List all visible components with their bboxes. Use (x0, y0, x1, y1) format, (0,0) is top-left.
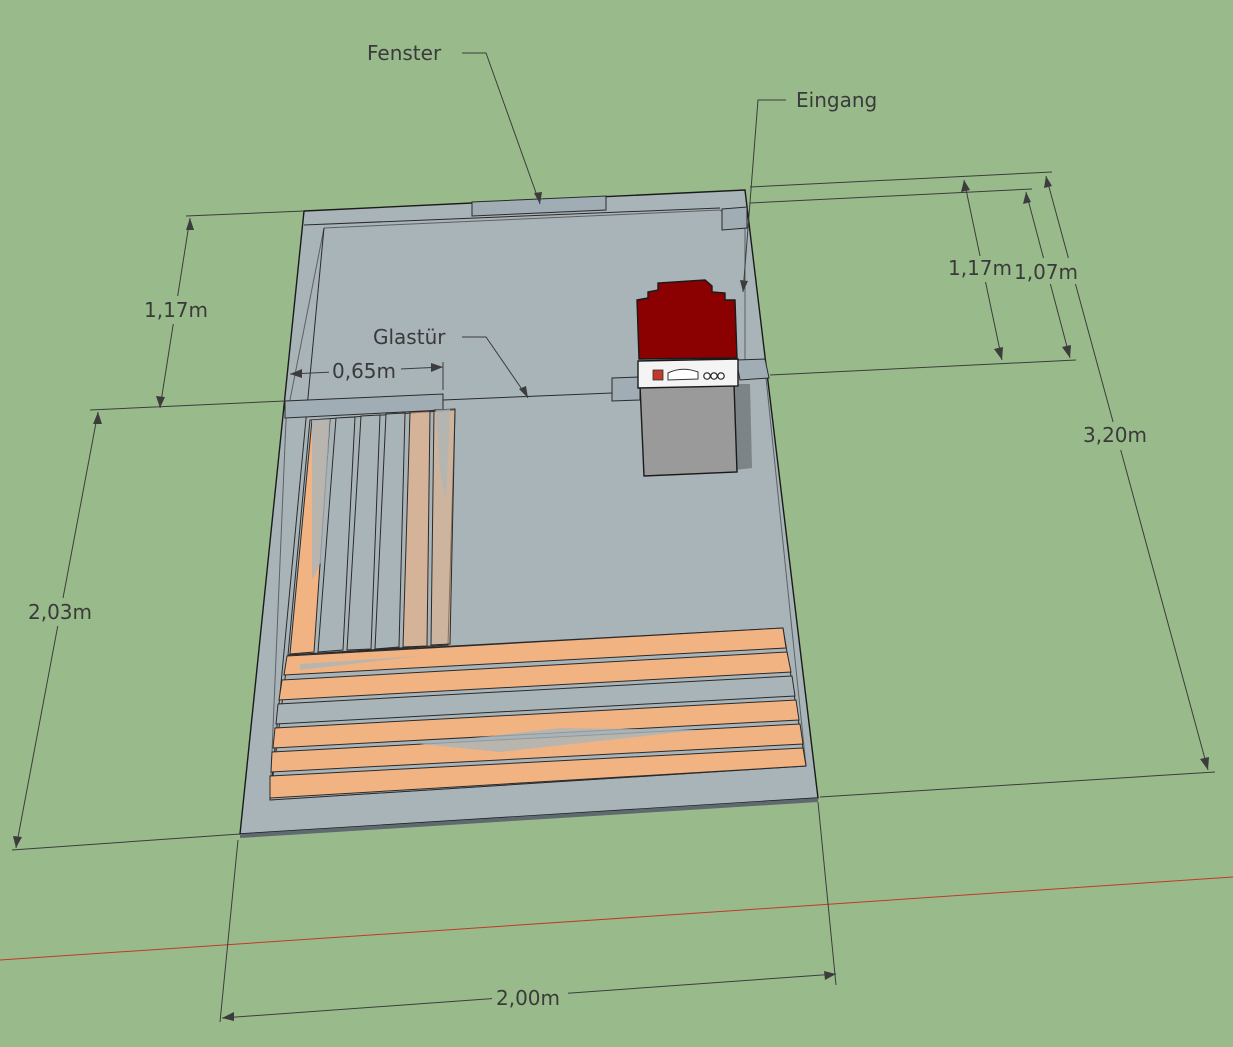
partition-right-b (735, 358, 770, 381)
dim-bottom-left: 2,03m (28, 600, 92, 624)
dim-top-left: 1,17m (144, 298, 208, 322)
heater-display (667, 368, 699, 381)
vertical-bench-group (287, 408, 456, 656)
heater-top (636, 279, 738, 360)
floor-slab-edge (240, 798, 818, 838)
dim-right-b: 1,07m (1014, 260, 1078, 284)
dimension-arrows (13, 176, 1209, 1021)
horizontal-bench-slat (278, 651, 792, 701)
dimension-lines (11, 52, 1216, 1023)
heater-shadow (733, 384, 752, 470)
horizontal-bench-group (269, 627, 807, 801)
horizontal-bench-slat (272, 699, 800, 749)
heater-knob (717, 372, 725, 380)
label-backgrounds (24, 256, 1156, 1012)
red-axis-line (0, 876, 1233, 961)
vertical-bench-slat (374, 412, 406, 650)
dim-right-a: 1,17m (948, 256, 1012, 280)
dim-door: 0,65m (332, 359, 396, 383)
horizontal-bench-slat (283, 627, 787, 676)
entrance-block (721, 206, 748, 231)
vertical-bench-slat (346, 414, 381, 651)
partition-right (611, 376, 641, 402)
vertical-bench-slat (402, 410, 431, 648)
sauna-heater (636, 279, 752, 477)
dim-right-total: 3,20m (1083, 423, 1147, 447)
dim-bottom-width: 2,00m (496, 986, 560, 1010)
horizontal-bench-slat (275, 675, 796, 725)
horizontal-bench-slat (269, 747, 807, 799)
heater-body (639, 383, 738, 477)
label-eingang: Eingang (796, 88, 877, 112)
label-glastuer: Glastür (373, 325, 446, 349)
heater-knob (710, 372, 718, 380)
vertical-bench-slat (317, 416, 356, 653)
label-fenster: Fenster (367, 41, 442, 65)
top-wall-line (303, 207, 721, 226)
door-label-background (329, 358, 401, 384)
heater-power-button (652, 369, 664, 381)
window-frame (471, 195, 607, 217)
heater-knob (703, 372, 711, 380)
